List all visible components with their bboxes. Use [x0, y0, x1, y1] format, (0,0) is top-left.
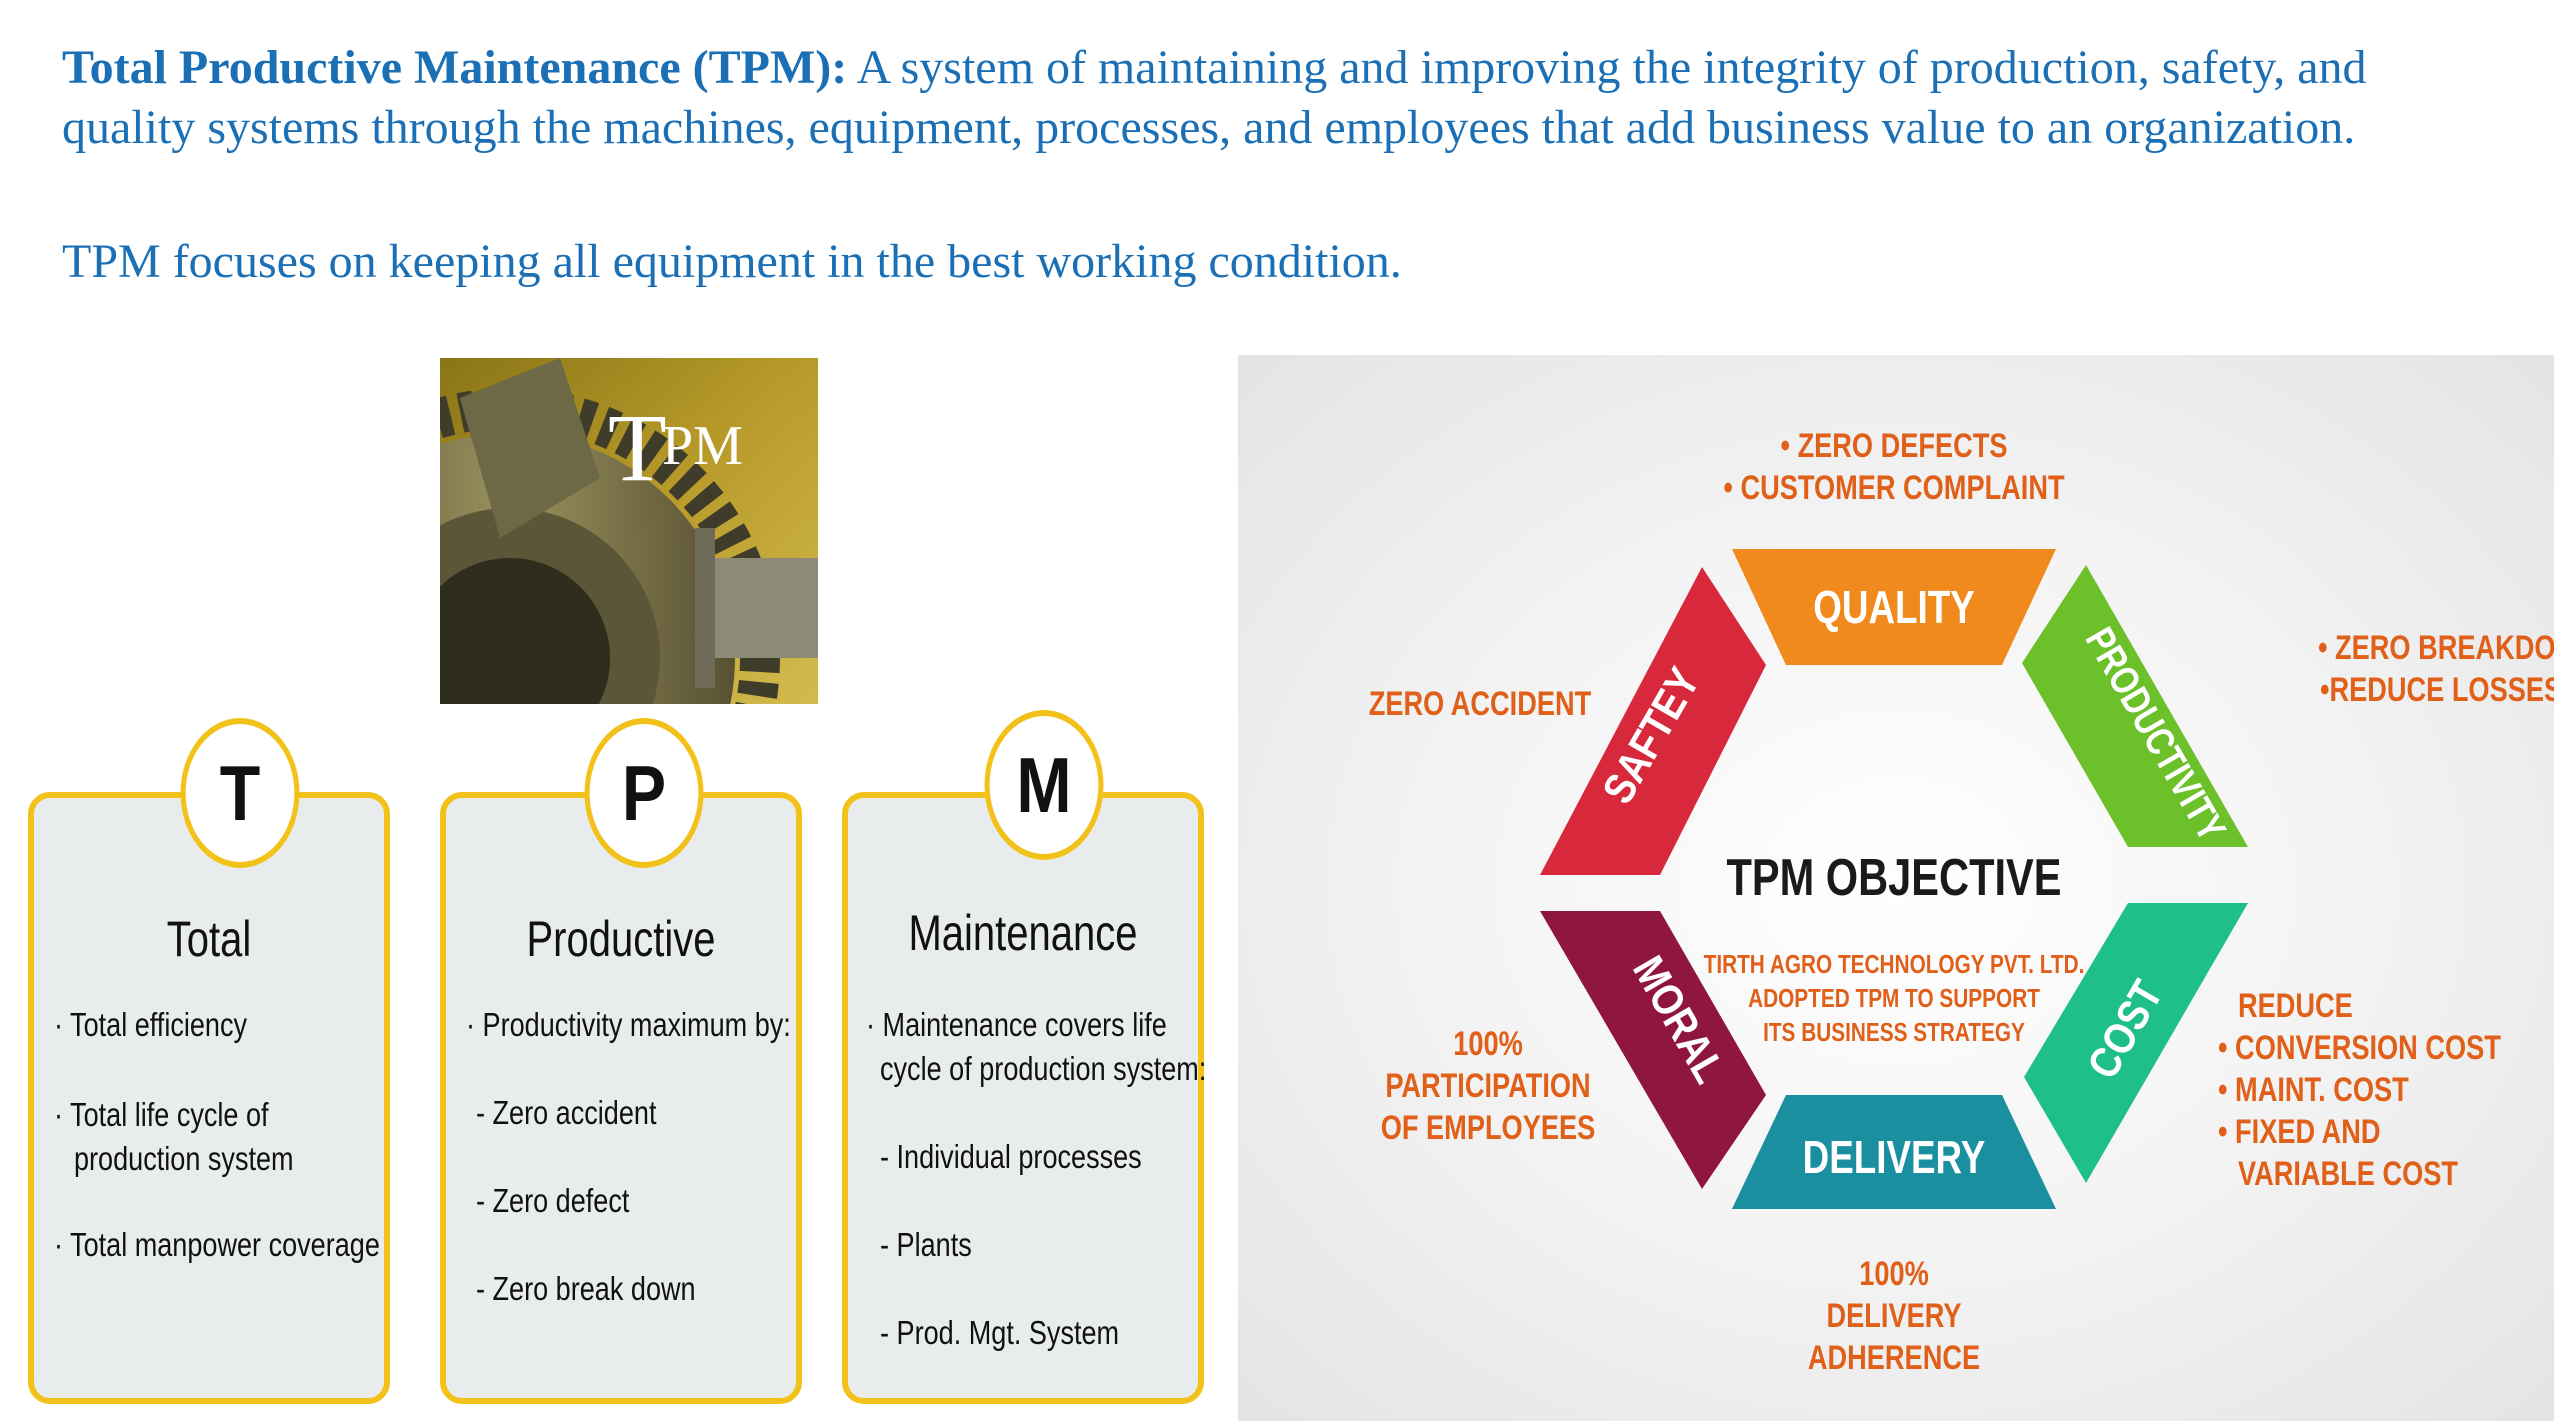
segment-safety	[1540, 567, 1766, 875]
card-title: Total	[166, 911, 252, 967]
card-line: - Individual processes	[880, 1138, 1142, 1175]
note-productivity-line: • ZERO BREAKDOWN	[2318, 628, 2554, 667]
intro-definition: A system of maintaining and improving th…	[62, 41, 2367, 154]
card-line: · Productivity maximum by:	[466, 1006, 791, 1043]
letter-badge-t: T	[180, 718, 300, 868]
note-productivity-line: •REDUCE LOSSES	[2320, 670, 2554, 709]
card-line: · Total life cycle of	[54, 1096, 269, 1133]
note-cost-line: • MAINT. COST	[2218, 1070, 2409, 1109]
note-cost-line: REDUCE	[2238, 986, 2353, 1025]
objective-title: TPM OBJECTIVE	[1726, 848, 2061, 907]
note-quality-line: • ZERO DEFECTS	[1781, 426, 2008, 465]
letter-badge-m: M	[984, 710, 1104, 860]
note-cost-line: VARIABLE COST	[2238, 1154, 2458, 1193]
objective-subtitle-line: ITS BUSINESS STRATEGY	[1763, 1018, 2025, 1047]
card-line: - Zero break down	[476, 1270, 696, 1307]
letter-badge-p: P	[584, 718, 704, 868]
tpm-gear-image: T PM	[440, 358, 818, 704]
card-total: T Total · Total efficiency · Total life …	[28, 718, 390, 1404]
logo-letters-pm: PM	[662, 415, 743, 477]
note-safety-line: ZERO ACCIDENT	[1369, 684, 1592, 723]
note-delivery-line: ADHERENCE	[1808, 1338, 1980, 1377]
card-line: cycle of production system:	[880, 1050, 1207, 1087]
card-line: - Zero accident	[476, 1094, 657, 1131]
focus-statement: TPM focuses on keeping all equipment in …	[62, 235, 1402, 288]
gear-icon	[440, 358, 818, 704]
card-line: production system	[74, 1140, 294, 1177]
intro-paragraph: Total Productive Maintenance (TPM): A sy…	[62, 38, 2502, 158]
note-moral-line: OF EMPLOYEES	[1381, 1108, 1595, 1147]
card-line: - Plants	[880, 1226, 972, 1263]
card-title: Productive	[526, 911, 716, 967]
segment-moral	[1540, 911, 1766, 1189]
card-title: Maintenance	[908, 905, 1138, 961]
note-moral-line: 100%	[1453, 1024, 1523, 1063]
card-line: - Zero defect	[476, 1182, 630, 1219]
segment-quality	[1732, 549, 2056, 665]
segment-label-delivery: DELIVERY	[1803, 1131, 1986, 1183]
card-line: - Prod. Mgt. System	[880, 1314, 1120, 1351]
card-line: · Total efficiency	[54, 1006, 248, 1043]
note-cost-line: • FIXED AND	[2218, 1112, 2381, 1151]
note-moral-line: PARTICIPATION	[1385, 1066, 1590, 1105]
intro-term: Total Productive Maintenance (TPM):	[62, 41, 848, 94]
segment-cost	[2024, 903, 2248, 1183]
card-line: · Total manpower coverage	[54, 1226, 380, 1263]
note-quality-line: • CUSTOMER COMPLAINT	[1723, 468, 2064, 507]
note-delivery-line: 100%	[1859, 1254, 1929, 1293]
card-line: · Maintenance covers life	[866, 1006, 1167, 1043]
note-cost-line: • CONVERSION COST	[2218, 1028, 2501, 1067]
note-delivery-line: DELIVERY	[1827, 1296, 1962, 1335]
objective-subtitle-line: TIRTH AGRO TECHNOLOGY PVT. LTD.	[1704, 950, 2085, 979]
segment-label-quality: QUALITY	[1813, 581, 1975, 633]
tpm-objective-panel: QUALITY PRODUCTIVITY COST DELIVERY MORAL…	[1238, 355, 2554, 1421]
card-maintenance: M Maintenance · Maintenance covers life …	[842, 710, 1207, 1404]
logo-letter-t: T	[608, 394, 667, 501]
segment-delivery	[1732, 1095, 2056, 1209]
segment-productivity	[2022, 565, 2248, 847]
card-productive: P Productive · Productivity maximum by: …	[440, 718, 802, 1404]
objective-subtitle-line: ADOPTED TPM TO SUPPORT	[1748, 984, 2040, 1013]
